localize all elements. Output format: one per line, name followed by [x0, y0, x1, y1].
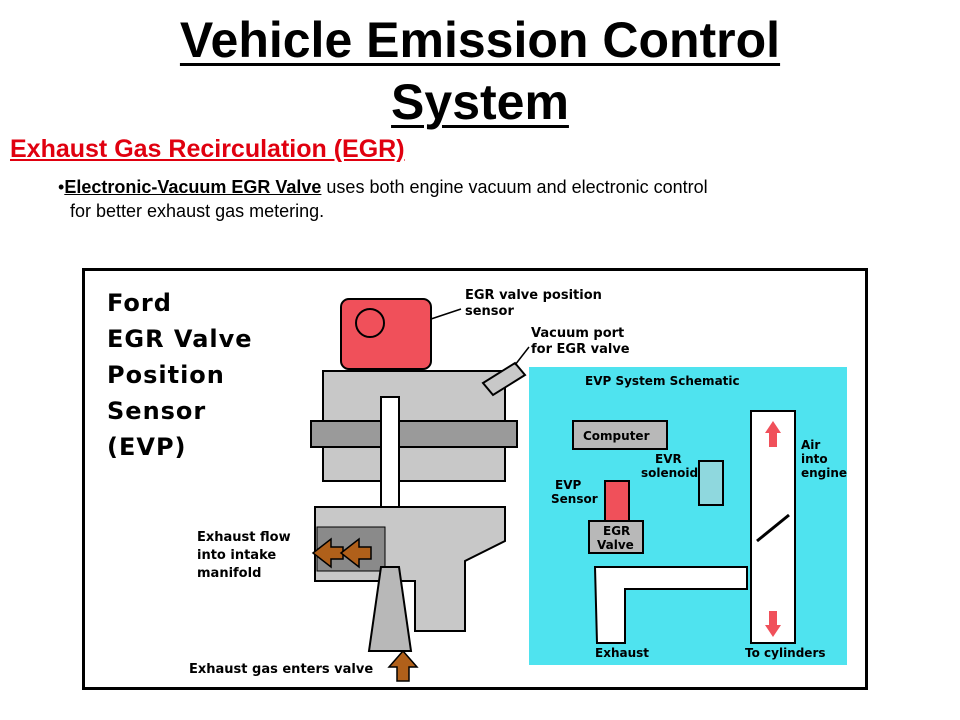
heading-line-1: Ford	[107, 289, 172, 317]
label-vacuum-port-2: for EGR valve	[531, 342, 630, 357]
to-cylinders-arrow	[765, 611, 781, 637]
bullet-point: •Electronic-Vacuum EGR Valve uses both e…	[58, 175, 938, 223]
evr-label-2: solenoid	[641, 466, 698, 480]
leader-vacuum-port	[514, 346, 530, 366]
vacuum-port	[481, 361, 527, 397]
air-label-2: into	[801, 452, 828, 466]
leader-position-sensor	[430, 308, 462, 320]
heading-line-2: EGR Valve	[107, 325, 253, 353]
evp-schematic: EVP System Schematic Computer EVR soleno…	[529, 367, 847, 665]
label-vacuum-port-1: Vacuum port	[531, 326, 624, 341]
exhaust-label: Exhaust	[595, 646, 649, 660]
label-position-sensor-2: sensor	[465, 304, 514, 319]
pintle	[367, 566, 413, 652]
exhaust-flow-arrow-2	[339, 537, 372, 569]
label-exhaust-flow-1: Exhaust flow	[197, 530, 291, 545]
schematic-background	[529, 367, 847, 665]
egr-valve-cutaway	[310, 298, 527, 682]
evp-label-1: EVP	[555, 478, 581, 492]
throttle-plate	[756, 513, 790, 543]
schematic-title: EVP System Schematic	[585, 374, 740, 388]
sensor-connector	[355, 308, 385, 338]
computer-box	[572, 420, 668, 450]
label-exhaust-flow-2: into intake	[197, 548, 276, 563]
section-subtitle: Exhaust Gas Recirculation (EGR)	[10, 135, 405, 163]
evr-label-1: EVR	[655, 452, 682, 466]
air-label-3: engine	[801, 466, 847, 480]
label-position-sensor-1: EGR valve position	[465, 288, 602, 303]
air-in-arrow	[765, 421, 781, 447]
bullet-marker: •	[58, 177, 65, 197]
evr-solenoid-box	[698, 460, 724, 506]
egr-diagram-figure: Ford EGR Valve Position Sensor (EVP) EGR…	[82, 268, 868, 690]
label-exhaust-enters: Exhaust gas enters valve	[189, 662, 373, 677]
exhaust-pipe	[593, 566, 748, 644]
evp-sensor-box	[604, 480, 630, 522]
bullet-text-1: uses both engine vacuum and electronic c…	[321, 177, 708, 197]
heading-line-5: (EVP)	[107, 433, 187, 461]
page-title-line-1: Vehicle Emission Control	[0, 10, 960, 70]
egr-valve-box	[588, 520, 644, 554]
egr-diagram-svg: Ford EGR Valve Position Sensor (EVP) EGR…	[107, 288, 847, 682]
heading-line-4: Sensor	[107, 397, 206, 425]
evp-label-2: Sensor	[551, 492, 598, 506]
title-text-2: System	[391, 74, 569, 130]
to-cylinders-label: To cylinders	[745, 646, 826, 660]
label-exhaust-flow-3: manifold	[197, 566, 261, 581]
diaphragm-flange	[310, 420, 518, 448]
bullet-term: Electronic-Vacuum EGR Valve	[64, 177, 322, 197]
heading-line-3: Position	[107, 361, 225, 389]
title-text-1: Vehicle Emission Control	[179, 12, 781, 68]
exhaust-enter-arrow	[387, 649, 419, 682]
page-title-line-2: System	[0, 72, 960, 132]
computer-label: Computer	[583, 429, 650, 443]
position-sensor-body	[340, 298, 432, 370]
bullet-text-2: for better exhaust gas metering.	[70, 201, 325, 221]
air-label-1: Air	[801, 438, 820, 452]
egr-label-1: EGR	[603, 524, 630, 538]
egr-label-2: Valve	[597, 538, 634, 552]
